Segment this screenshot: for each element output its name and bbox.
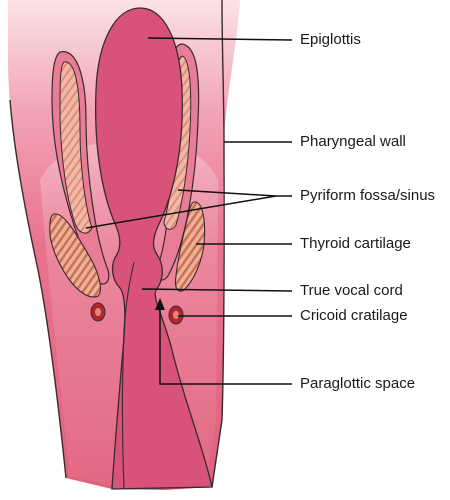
- epiglottis: [95, 7, 213, 490]
- leader-epiglottis: [147, 37, 293, 41]
- midline-fold: [121, 261, 135, 490]
- pharyngeal-wall-outline: [9, 0, 225, 488]
- leader-lines: [85, 37, 293, 385]
- paraglottic-arrowhead: [155, 298, 165, 310]
- label-cricoid-cartilage: Cricoid cratilage: [300, 307, 408, 324]
- label-thyroid-cartilage: Thyroid cartilage: [300, 235, 411, 252]
- label-true-vocal-cord: True vocal cord: [300, 282, 403, 299]
- label-pyriform-fossa: Pyriform fossa/sinus: [300, 187, 436, 204]
- label-epiglottis: Epiglottis: [300, 31, 361, 48]
- left-thyroid-cartilage: [49, 213, 101, 298]
- leader-paraglottic: [159, 306, 292, 385]
- leader-true-vocal-cord: [141, 288, 293, 292]
- left-pyriform-fossa: [59, 61, 93, 234]
- leader-pyriform-left: [85, 195, 277, 229]
- label-paraglottic-space: Paraglottic space: [300, 375, 416, 392]
- label-pharyngeal-wall: Pharyngeal wall: [300, 133, 406, 150]
- leader-pyriform-right: [177, 189, 277, 197]
